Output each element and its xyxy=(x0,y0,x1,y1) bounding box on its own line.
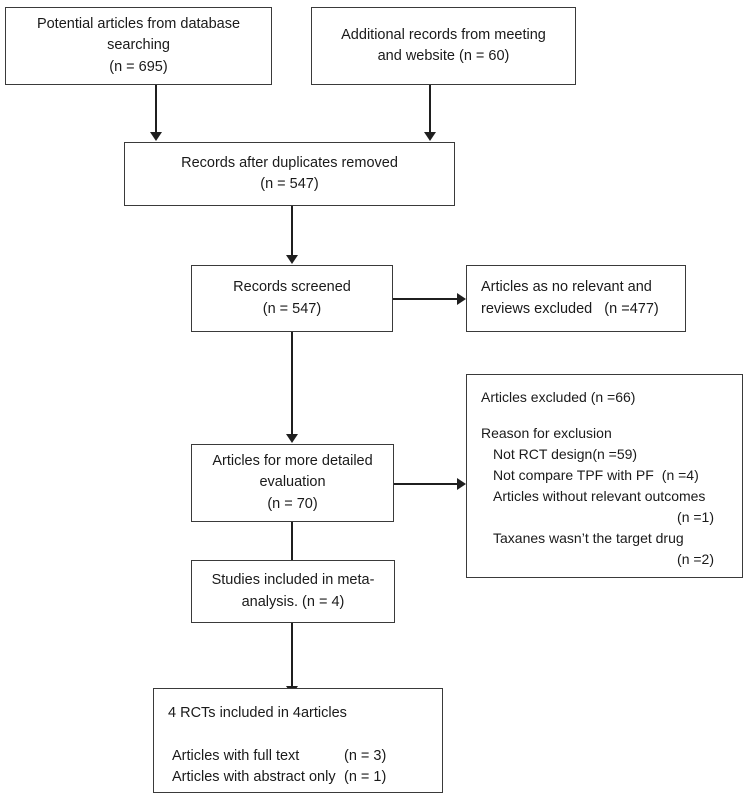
final-label-1: Articles with full text xyxy=(172,748,300,765)
box-records-excluded-line-2: reviews excluded (n =477) xyxy=(481,300,659,317)
box-records-excluded: Articles as no relevant and reviews excl… xyxy=(466,265,686,332)
box-additional-records-line-1: Additional records from meeting xyxy=(341,26,546,43)
reason-label-4: Taxanes wasn’t the target drug xyxy=(493,530,684,546)
connector-additional-to-duplicates xyxy=(429,85,431,133)
box-articles-detailed-line-1: Articles for more detailed xyxy=(212,453,373,470)
box-studies-included-line-2: analysis. (n = 4) xyxy=(241,593,345,610)
box-final-included: 4 RCTs included in 4articles Articles wi… xyxy=(153,688,443,793)
connector-screened-to-detailed xyxy=(291,332,293,435)
box-additional-records: Additional records from meeting and webs… xyxy=(311,7,576,85)
reason-label-1: Not RCT design xyxy=(493,446,593,462)
box-articles-detailed-line-3: (n = 70) xyxy=(267,495,318,512)
arrowhead-additional-to-duplicates xyxy=(424,132,436,141)
box-records-screened-line-1: Records screened xyxy=(233,279,351,296)
reason-row-2: Not compare TPF with PF (n =4) xyxy=(467,465,699,486)
reason-label-2: Not compare TPF with PF xyxy=(493,467,654,483)
box-studies-included-line-1: Studies included in meta- xyxy=(211,572,375,589)
connector-database-to-duplicates xyxy=(155,85,157,133)
reason-count-3: (n =1) xyxy=(677,509,714,525)
reason-count-4: (n =2) xyxy=(677,551,714,567)
arrowhead-screened-to-excluded xyxy=(457,293,466,305)
box-articles-excluded: Articles excluded (n =66) Reason for exc… xyxy=(466,374,743,578)
connector-detailed-to-studies xyxy=(291,522,293,564)
reason-row-3: Articles without relevant outcomes (n =1… xyxy=(467,486,742,528)
box-additional-records-line-2: and website (n = 60) xyxy=(377,48,510,64)
articles-excluded-reason-heading: Reason for exclusion xyxy=(481,425,612,441)
box-studies-included: Studies included in meta- analysis. (n =… xyxy=(191,560,395,623)
final-row-2: Articles with abstract only (n = 1) xyxy=(154,767,386,788)
connector-screened-to-excluded xyxy=(393,298,458,300)
arrowhead-duplicates-to-screened xyxy=(286,255,298,264)
arrowhead-screened-to-detailed xyxy=(286,434,298,443)
final-label-2: Articles with abstract only xyxy=(172,769,336,786)
reason-count-1: (n =59) xyxy=(592,446,638,462)
box-database-search-line-2: searching xyxy=(107,37,170,54)
articles-excluded-title: Articles excluded (n =66) xyxy=(481,389,636,405)
final-row-1: Articles with full text (n = 3) xyxy=(154,746,386,767)
arrowhead-database-to-duplicates xyxy=(150,132,162,141)
box-database-search-line-3: (n = 695) xyxy=(109,58,168,75)
connector-duplicates-to-screened xyxy=(291,206,293,256)
reason-count-2: (n =4) xyxy=(661,467,699,483)
reason-label-3: Articles without relevant outcomes xyxy=(493,488,706,504)
box-articles-detailed: Articles for more detailed evaluation (n… xyxy=(191,444,394,522)
box-records-screened: Records screened (n = 547) xyxy=(191,265,393,332)
box-duplicates-removed-line-2: (n = 547) xyxy=(260,176,319,192)
connector-studies-to-final xyxy=(291,623,293,688)
box-database-search-line-1: Potential articles from database xyxy=(36,16,241,33)
final-count-2: (n = 1) xyxy=(344,769,387,786)
reason-row-4: Taxanes wasn’t the target drug (n =2) xyxy=(467,528,742,570)
box-records-excluded-line-1: Articles as no relevant and xyxy=(481,279,652,296)
box-records-screened-line-2: (n = 547) xyxy=(262,300,322,317)
connector-detailed-to-articles-excluded xyxy=(394,483,458,485)
box-duplicates-removed: Records after duplicates removed (n = 54… xyxy=(124,142,455,206)
arrowhead-detailed-to-articles-excluded xyxy=(457,478,466,490)
box-articles-detailed-line-2: evaluation xyxy=(259,474,326,491)
box-database-search: Potential articles from database searchi… xyxy=(5,7,272,85)
final-count-1: (n = 3) xyxy=(344,748,387,765)
final-included-title: 4 RCTs included in 4articles xyxy=(168,705,347,721)
box-duplicates-removed-line-1: Records after duplicates removed xyxy=(181,154,398,171)
reason-row-1: Not RCT design (n =59) xyxy=(467,444,651,465)
